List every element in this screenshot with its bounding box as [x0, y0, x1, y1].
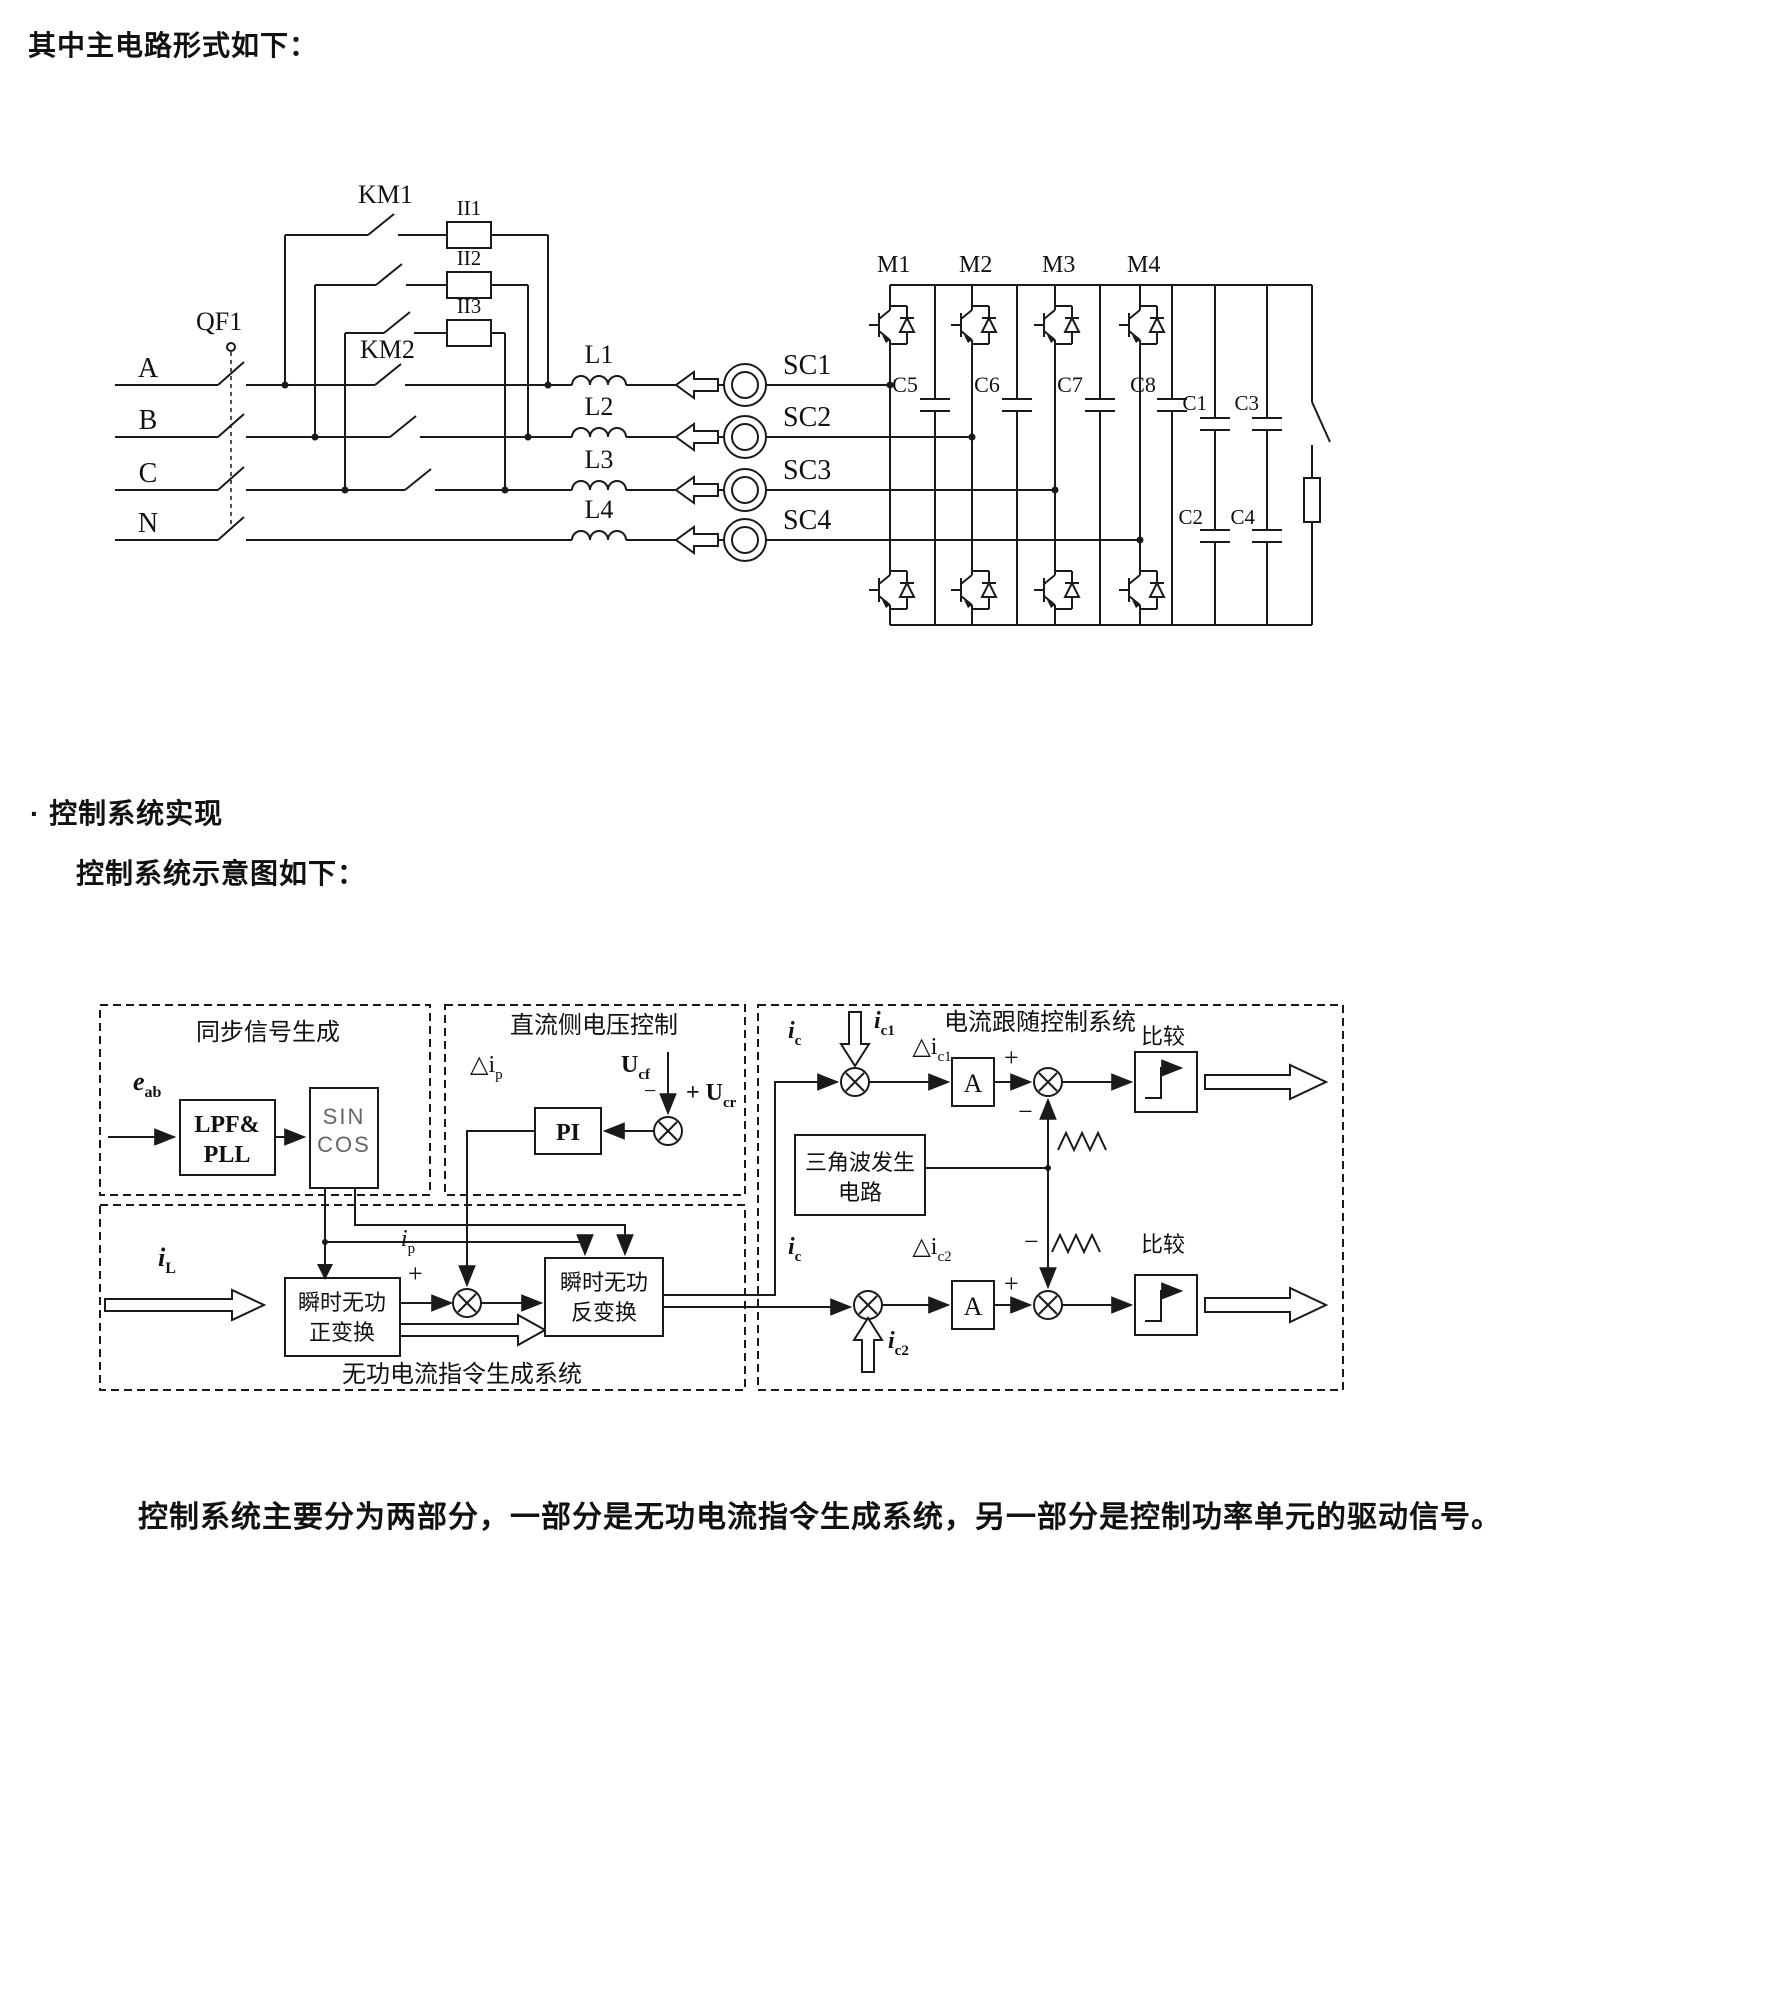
inv-transform-label-1: 瞬时无功: [560, 1270, 648, 1295]
inv-transform-label-2: 反变换: [571, 1300, 637, 1325]
inductor-label-4: L4: [585, 495, 614, 524]
lpf-pll-label-1: LPF&: [194, 1112, 259, 1138]
signal-delta-ip: △ip: [470, 1052, 503, 1083]
relay-label-2: II2: [457, 246, 482, 270]
triangle-gen-label-1: 三角波发生: [805, 1150, 915, 1175]
sensor-label-4: SC4: [783, 505, 831, 536]
fwd-transform-label-2: 正变换: [309, 1320, 375, 1345]
signal-i-c-bot: ic: [788, 1234, 802, 1265]
amp-label-bot: A: [964, 1292, 983, 1321]
cap-label-c8: C8: [1130, 372, 1156, 397]
footer-text: 控制系统主要分为两部分，一部分是无功电流指令生成系统，另一部分是控制功率单元的驱…: [138, 1501, 1502, 1534]
relay-label-1: II1: [457, 196, 482, 220]
phase-label-b: B: [139, 405, 158, 436]
contactor-km1: KM1: [284, 180, 447, 490]
compare-label-top: 比较: [1141, 1024, 1185, 1049]
junction-dots: [281, 381, 1144, 544]
sign-plus-cmd: +: [408, 1259, 423, 1288]
module-label-1: M1: [877, 252, 910, 278]
module-capacitors: C5 C6 C7 C8: [892, 285, 1187, 625]
lpf-pll-label-2: PLL: [204, 1142, 251, 1168]
sign-plus-bot: +: [1004, 1269, 1019, 1298]
cap-label-c4: C4: [1230, 505, 1255, 529]
phase-label-n: N: [138, 508, 158, 539]
sign-minus-dc: −: [644, 1078, 656, 1103]
signal-delta-ic1: △ic1: [912, 1034, 951, 1065]
sign-plus-top: +: [1004, 1043, 1019, 1072]
cap-label-c1: C1: [1182, 391, 1207, 415]
signal-i-p: ip: [401, 1226, 415, 1257]
amp-label-top: A: [964, 1069, 983, 1098]
sum-bot: [853, 1290, 883, 1320]
sensor-label-1: SC1: [783, 350, 831, 381]
sync-title: 同步信号生成: [196, 1019, 340, 1046]
sign-minus-bot: −: [1024, 1227, 1039, 1256]
multiplier-dc: [653, 1116, 683, 1146]
breaker-label: QF1: [196, 307, 242, 336]
current-tracking-title: 电流跟随控制系统: [944, 1009, 1136, 1036]
inductor-label-2: L2: [585, 392, 614, 421]
signal-u-cr: + Ucr: [686, 1080, 737, 1111]
phase-lines: A B C N: [115, 353, 1140, 541]
filter-inductors: L1 L2 L3 L4: [571, 340, 627, 541]
current-tracking-box: 电流跟随控制系统 ic ic1 △ic1 A + − 比较 三角波发生 电路: [757, 1004, 1344, 1391]
compare-label-bot: 比较: [1141, 1232, 1185, 1257]
dclink-capacitors: C1 C2 C3 C4: [1178, 285, 1282, 625]
relay-label-3: II3: [457, 294, 482, 318]
discharge-branch: [1303, 285, 1331, 625]
section-title: · 控制系统实现: [30, 798, 224, 829]
pi-label: PI: [556, 1120, 580, 1146]
overload-relays: II1 II2 II3: [446, 196, 549, 490]
sensor-label-3: SC3: [783, 455, 831, 486]
current-sensors: SC1 SC2 SC3 SC4: [723, 350, 831, 562]
cos-label: COS: [317, 1132, 371, 1157]
signal-delta-ic2: △ic2: [912, 1234, 951, 1265]
inductor-label-3: L3: [585, 445, 614, 474]
cap-label-c6: C6: [974, 372, 1000, 397]
multiplier-cmd: [452, 1288, 482, 1318]
signal-i-l: iL: [158, 1243, 176, 1277]
signal-i-c-top: ic: [788, 1018, 802, 1049]
phase-label-c: C: [139, 458, 158, 489]
dc-voltage-control-box: 直流侧电压控制 △ip Ucf − + Ucr PI: [444, 1004, 746, 1288]
signal-i-c2: ic2: [888, 1328, 909, 1359]
cap-label-c5: C5: [892, 372, 918, 397]
breaker-qf1: QF1: [196, 307, 245, 541]
inductor-label-1: L1: [585, 340, 614, 369]
module-label-2: M2: [959, 252, 992, 278]
contactor1-label: KM1: [358, 180, 413, 209]
contactor2-label: KM2: [360, 335, 415, 364]
contactor-km2: KM2: [360, 335, 432, 491]
phase-label-a: A: [138, 353, 159, 384]
signal-e-ab: eab: [133, 1067, 162, 1101]
reactive-command-title: 无功电流指令生成系统: [342, 1361, 582, 1388]
control-system-diagram: 同步信号生成 eab LPF& PLL SIN COS 直流侧电压控制 △ip …: [99, 1004, 1344, 1391]
cap-label-c7: C7: [1057, 372, 1083, 397]
section-subtitle: 控制系统示意图如下：: [76, 858, 367, 889]
main-circuit-diagram: A B C N QF1 KM1 II1 II2 II3: [115, 180, 1331, 626]
sensor-label-2: SC2: [783, 402, 831, 433]
module-label-4: M4: [1127, 252, 1160, 278]
sum-top: [840, 1067, 870, 1097]
module-label-3: M3: [1042, 252, 1075, 278]
fwd-transform-label-1: 瞬时无功: [298, 1290, 386, 1315]
signal-i-c1: ic1: [874, 1008, 895, 1039]
reactive-command-box: 无功电流指令生成系统 iL 瞬时无功 正变换 ip + 瞬时无功 反变换: [99, 1073, 853, 1391]
sin-label: SIN: [323, 1104, 366, 1129]
sync-signal-box: 同步信号生成 eab LPF& PLL SIN COS: [99, 1004, 431, 1196]
cap-label-c2: C2: [1178, 505, 1203, 529]
triangle-gen-label-2: 电路: [838, 1180, 882, 1205]
dc-voltage-title: 直流侧电压控制: [510, 1012, 678, 1039]
discharge-resistor: [1303, 477, 1321, 523]
sign-minus-top: −: [1018, 1097, 1033, 1126]
signal-u-cf: Ucf: [621, 1052, 651, 1083]
page-title: 其中主电路形式如下：: [28, 30, 319, 61]
direction-arrows: [674, 370, 719, 555]
compare-sum-top: [1033, 1067, 1063, 1097]
compare-sum-bot: [1033, 1290, 1063, 1320]
cap-label-c3: C3: [1234, 391, 1259, 415]
